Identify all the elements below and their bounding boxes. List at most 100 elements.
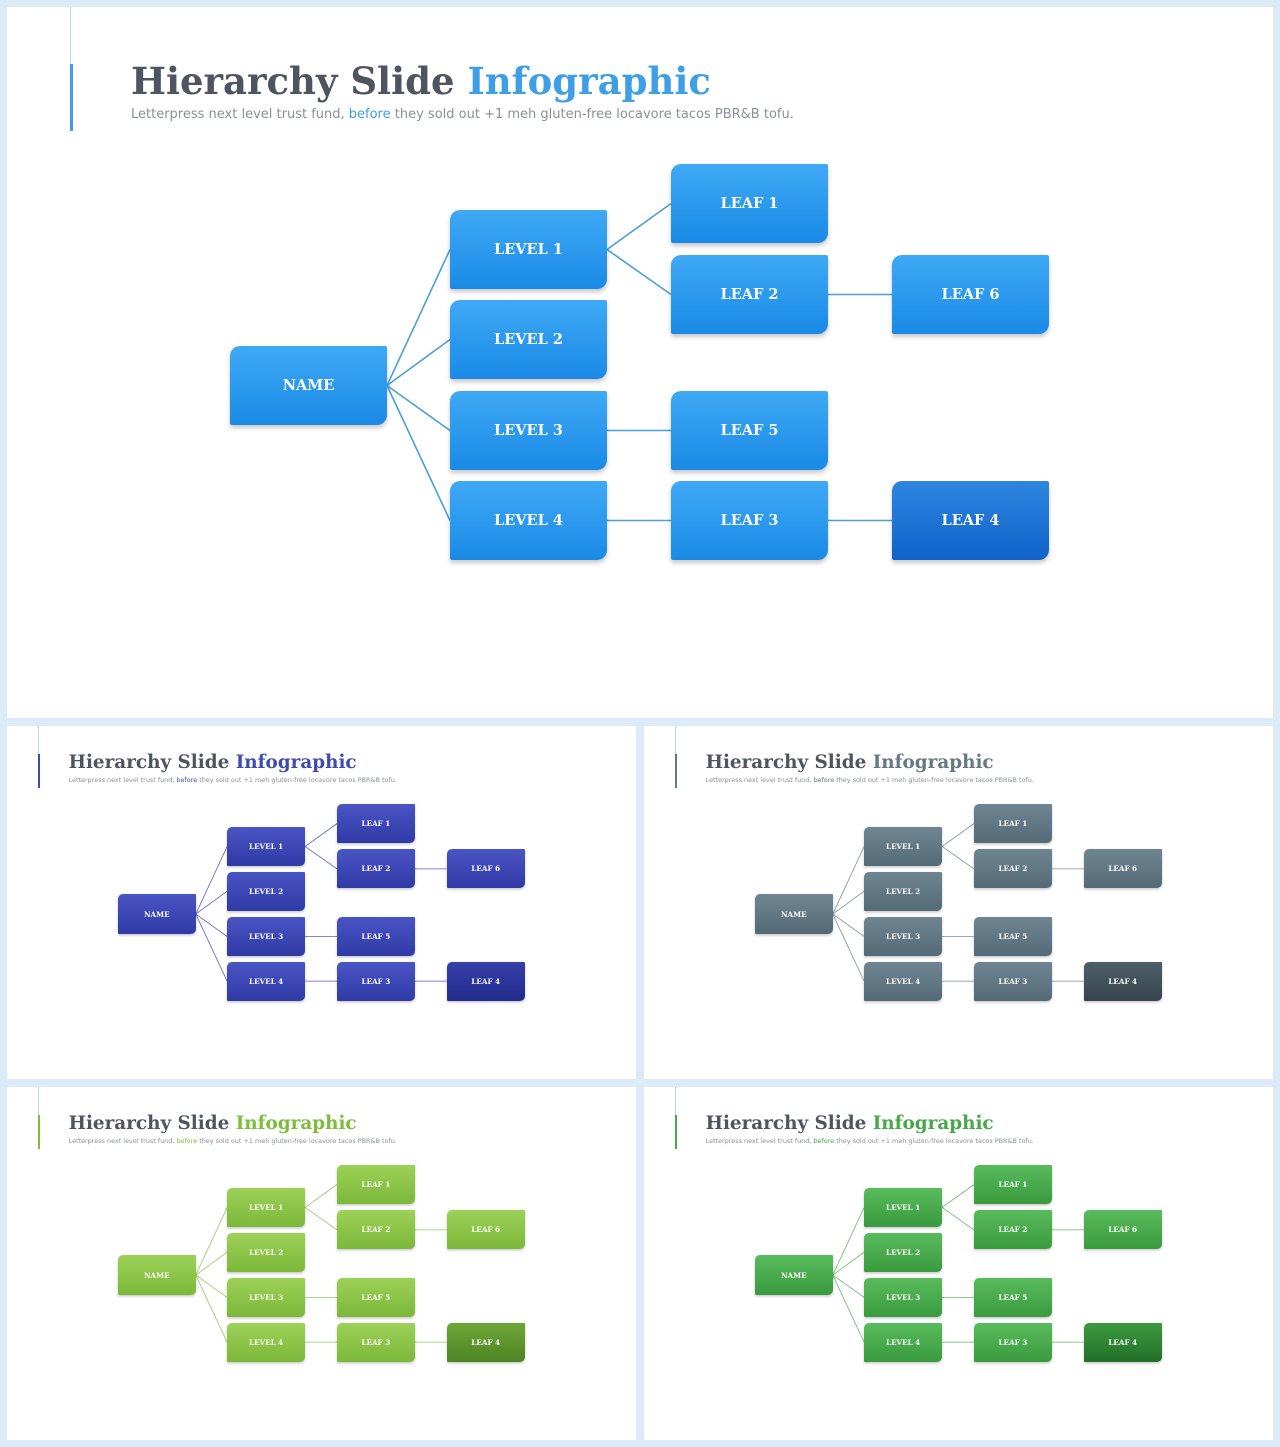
slide-title: Hierarchy Slide Infographic xyxy=(706,1113,994,1134)
node-label: LEAF 3 xyxy=(361,1337,391,1347)
connector-level1-leaf2 xyxy=(941,1207,975,1231)
node-label: LEVEL 1 xyxy=(494,241,563,258)
node-leaf1[interactable]: LEAF 1 xyxy=(336,804,415,844)
node-level1[interactable]: LEVEL 1 xyxy=(864,826,943,867)
node-level4[interactable]: LEVEL 4 xyxy=(864,1322,943,1362)
node-level3[interactable]: LEVEL 3 xyxy=(227,1277,306,1318)
node-leaf5[interactable]: LEAF 5 xyxy=(973,916,1052,957)
node-leaf3[interactable]: LEAF 3 xyxy=(973,961,1052,1001)
subtitle-pre: Letterpress next level trust fund, xyxy=(131,107,349,122)
node-name[interactable]: NAME xyxy=(230,346,387,425)
node-leaf3[interactable]: LEAF 3 xyxy=(973,1322,1052,1362)
node-level2[interactable]: LEVEL 2 xyxy=(227,871,306,911)
node-level4[interactable]: LEVEL 4 xyxy=(864,961,943,1001)
connector-name-level3 xyxy=(832,913,865,937)
node-label: NAME xyxy=(143,909,170,919)
node-level4[interactable]: LEVEL 4 xyxy=(227,961,306,1001)
node-label: LEAF 5 xyxy=(720,422,779,439)
node-name[interactable]: NAME xyxy=(117,894,196,934)
connector-name-level1 xyxy=(832,846,865,915)
node-leaf5[interactable]: LEAF 5 xyxy=(671,391,828,470)
title-main: Hierarchy Slide xyxy=(705,1112,873,1134)
node-leaf2[interactable]: LEAF 2 xyxy=(336,1210,415,1250)
connector-name-level2 xyxy=(832,890,865,915)
node-level2[interactable]: LEVEL 2 xyxy=(450,300,607,379)
node-leaf4[interactable]: LEAF 4 xyxy=(892,481,1049,560)
node-leaf5[interactable]: LEAF 5 xyxy=(336,916,415,957)
node-label: LEVEL 2 xyxy=(249,886,284,896)
node-leaf3[interactable]: LEAF 3 xyxy=(671,481,828,560)
node-leaf4[interactable]: LEAF 4 xyxy=(446,1322,525,1362)
node-level1[interactable]: LEVEL 1 xyxy=(864,1187,943,1228)
node-level1[interactable]: LEVEL 1 xyxy=(450,210,607,289)
node-level3[interactable]: LEVEL 3 xyxy=(450,391,607,470)
subtitle-post: they sold out +1 meh gluten-free locavor… xyxy=(197,775,397,784)
node-label: LEVEL 1 xyxy=(249,1202,284,1212)
node-level3[interactable]: LEVEL 3 xyxy=(864,1277,943,1318)
node-leaf6[interactable]: LEAF 6 xyxy=(1083,849,1162,889)
accent-bar xyxy=(675,1115,677,1149)
node-level4[interactable]: LEVEL 4 xyxy=(450,481,607,560)
node-leaf1[interactable]: LEAF 1 xyxy=(973,1165,1052,1205)
node-leaf6[interactable]: LEAF 6 xyxy=(1083,1210,1162,1250)
subtitle-accent[interactable]: before xyxy=(348,107,391,122)
node-leaf1[interactable]: LEAF 1 xyxy=(336,1165,415,1205)
node-leaf6[interactable]: LEAF 6 xyxy=(446,849,525,889)
node-level1[interactable]: LEVEL 1 xyxy=(227,826,306,867)
node-label: LEAF 3 xyxy=(998,1337,1028,1347)
node-level2[interactable]: LEVEL 2 xyxy=(864,1232,943,1272)
node-level3[interactable]: LEVEL 3 xyxy=(227,916,306,957)
node-label: LEVEL 2 xyxy=(886,886,921,896)
node-leaf2[interactable]: LEAF 2 xyxy=(973,1210,1052,1250)
node-label: LEVEL 4 xyxy=(886,976,921,986)
node-name[interactable]: NAME xyxy=(117,1255,196,1295)
node-label: LEVEL 3 xyxy=(249,1292,284,1302)
node-level2[interactable]: LEVEL 2 xyxy=(864,871,943,911)
subtitle-accent[interactable]: before xyxy=(176,775,198,784)
node-level4[interactable]: LEVEL 4 xyxy=(227,1322,306,1362)
connector-lines xyxy=(832,823,1084,982)
node-name[interactable]: NAME xyxy=(754,1255,833,1295)
subtitle-pre: Letterpress next level trust fund, xyxy=(68,775,177,784)
node-name[interactable]: NAME xyxy=(754,894,833,934)
node-leaf3[interactable]: LEAF 3 xyxy=(336,1322,415,1362)
subtitle-accent[interactable]: before xyxy=(813,1136,835,1145)
node-leaf5[interactable]: LEAF 5 xyxy=(973,1277,1052,1318)
node-leaf1[interactable]: LEAF 1 xyxy=(671,164,828,243)
node-leaf1[interactable]: LEAF 1 xyxy=(973,804,1052,844)
connector-level1-leaf1 xyxy=(941,1184,975,1208)
node-leaf2[interactable]: LEAF 2 xyxy=(973,849,1052,889)
connector-name-level3 xyxy=(195,913,228,937)
connector-lines xyxy=(386,202,892,522)
node-leaf4[interactable]: LEAF 4 xyxy=(446,961,525,1001)
subtitle-accent[interactable]: before xyxy=(813,775,835,784)
node-label: LEAF 6 xyxy=(1108,864,1138,874)
node-label: LEAF 6 xyxy=(1108,1225,1138,1235)
slide-subtitle: Letterpress next level trust fund, befor… xyxy=(706,776,1034,784)
node-leaf3[interactable]: LEAF 3 xyxy=(336,961,415,1001)
node-leaf2[interactable]: LEAF 2 xyxy=(671,255,828,334)
node-leaf6[interactable]: LEAF 6 xyxy=(446,1210,525,1250)
node-leaf4[interactable]: LEAF 4 xyxy=(1083,961,1162,1001)
node-label: LEAF 6 xyxy=(941,286,1000,303)
node-label: LEVEL 4 xyxy=(249,976,284,986)
node-leaf6[interactable]: LEAF 6 xyxy=(892,255,1049,334)
subtitle-accent[interactable]: before xyxy=(176,1136,198,1145)
connector-name-level1 xyxy=(832,1207,865,1276)
node-label: LEAF 4 xyxy=(471,1337,501,1347)
node-leaf2[interactable]: LEAF 2 xyxy=(336,849,415,889)
slide-subtitle: Letterpress next level trust fund, befor… xyxy=(131,107,794,122)
node-label: LEAF 4 xyxy=(471,976,501,986)
node-leaf5[interactable]: LEAF 5 xyxy=(336,1277,415,1318)
node-leaf4[interactable]: LEAF 4 xyxy=(1083,1322,1162,1362)
node-label: LEAF 2 xyxy=(361,864,391,874)
node-level1[interactable]: LEVEL 1 xyxy=(227,1187,306,1228)
node-level2[interactable]: LEVEL 2 xyxy=(227,1232,306,1272)
node-level3[interactable]: LEVEL 3 xyxy=(864,916,943,957)
node-label: LEAF 3 xyxy=(720,512,779,529)
